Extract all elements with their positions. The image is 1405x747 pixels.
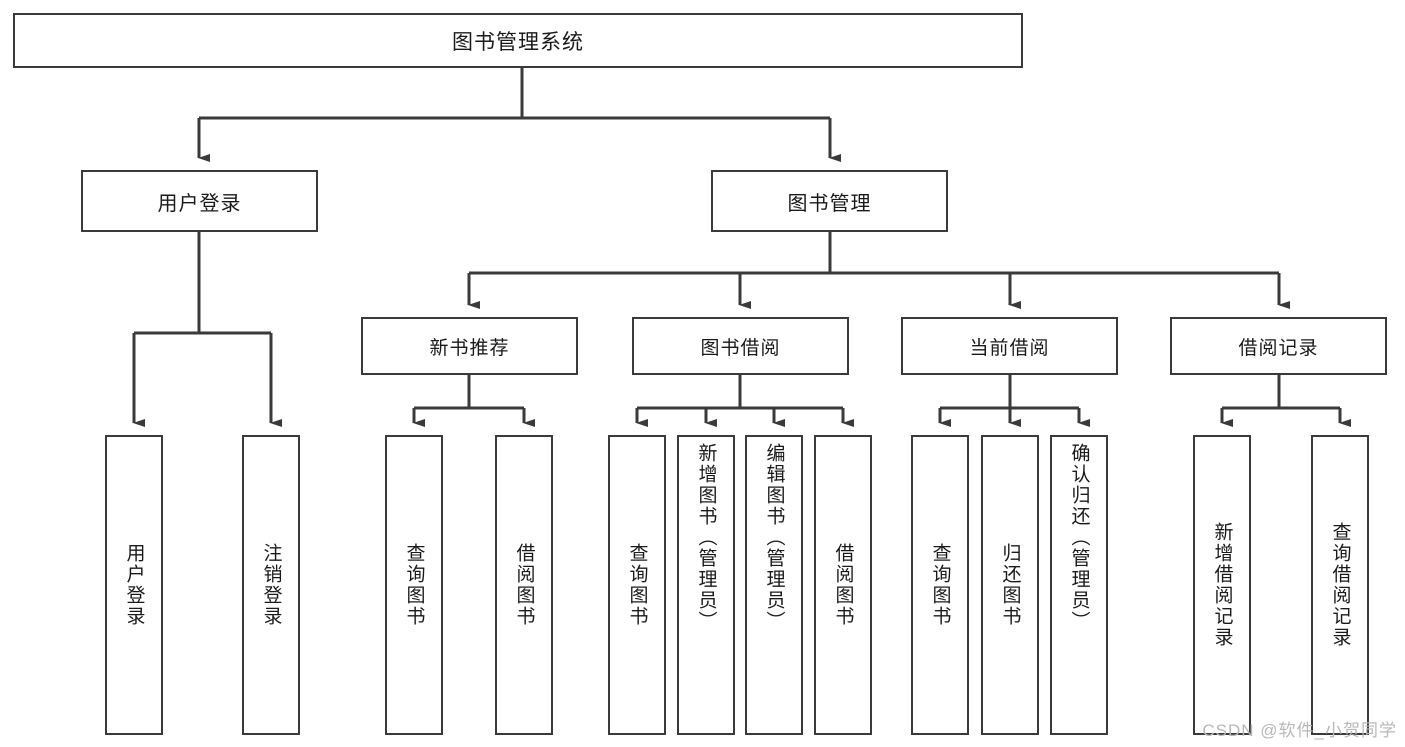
node-label: 图书借阅 (700, 337, 781, 359)
leaf-user-login-logout[interactable]: 注销登录 (242, 435, 300, 735)
leaf-borrow-edit-book-admin[interactable]: 编辑图书（管理员） (745, 435, 803, 735)
leaf-borrow-add-book-admin[interactable]: 新增图书（管理员） (677, 435, 735, 735)
leaf-current-return-book[interactable]: 归还图书 (981, 435, 1039, 735)
node-label: 图书管理系统 (452, 30, 584, 54)
node-root-system[interactable]: 图书管理系统 (13, 13, 1023, 68)
node-label: 查询借阅记录 (1329, 522, 1351, 648)
node-label: 借阅图书 (513, 543, 535, 627)
node-label: 新增借阅记录 (1211, 522, 1233, 648)
node-book-management[interactable]: 图书管理 (711, 170, 948, 232)
leaf-recommend-query-book[interactable]: 查询图书 (385, 435, 443, 735)
node-label: 用户登录 (157, 192, 242, 215)
node-label: 编辑图书（管理员） (763, 443, 785, 632)
leaf-record-query-record[interactable]: 查询借阅记录 (1311, 435, 1369, 735)
node-label: 新书推荐 (429, 337, 510, 359)
node-current-borrow[interactable]: 当前借阅 (901, 317, 1118, 375)
leaf-recommend-borrow-book[interactable]: 借阅图书 (495, 435, 553, 735)
watermark-text: CSDN @软件_小贺同学 (1202, 721, 1397, 740)
node-label: 注销登录 (260, 543, 282, 627)
node-label: 图书管理 (787, 192, 872, 215)
leaf-current-confirm-return-admin[interactable]: 确认归还（管理员） (1050, 435, 1108, 735)
node-borrow-record[interactable]: 借阅记录 (1170, 317, 1387, 375)
node-label: 当前借阅 (969, 337, 1050, 359)
leaf-borrow-borrow-book[interactable]: 借阅图书 (814, 435, 872, 735)
node-label: 查询图书 (929, 543, 951, 627)
node-new-book-recommend[interactable]: 新书推荐 (361, 317, 578, 375)
node-label: 确认归还（管理员） (1068, 443, 1090, 632)
leaf-user-login-login[interactable]: 用户登录 (105, 435, 163, 735)
leaf-current-query-book[interactable]: 查询图书 (911, 435, 969, 735)
node-label: 新增图书（管理员） (695, 443, 717, 632)
node-user-login[interactable]: 用户登录 (81, 170, 318, 232)
node-label: 查询图书 (626, 543, 648, 627)
leaf-record-add-record[interactable]: 新增借阅记录 (1193, 435, 1251, 735)
node-label: 查询图书 (403, 543, 425, 627)
node-book-borrow[interactable]: 图书借阅 (632, 317, 849, 375)
leaf-borrow-query-book[interactable]: 查询图书 (608, 435, 666, 735)
node-label: 用户登录 (123, 543, 145, 627)
node-label: 借阅记录 (1238, 337, 1319, 359)
node-label: 借阅图书 (832, 543, 854, 627)
node-label: 归还图书 (999, 543, 1021, 627)
